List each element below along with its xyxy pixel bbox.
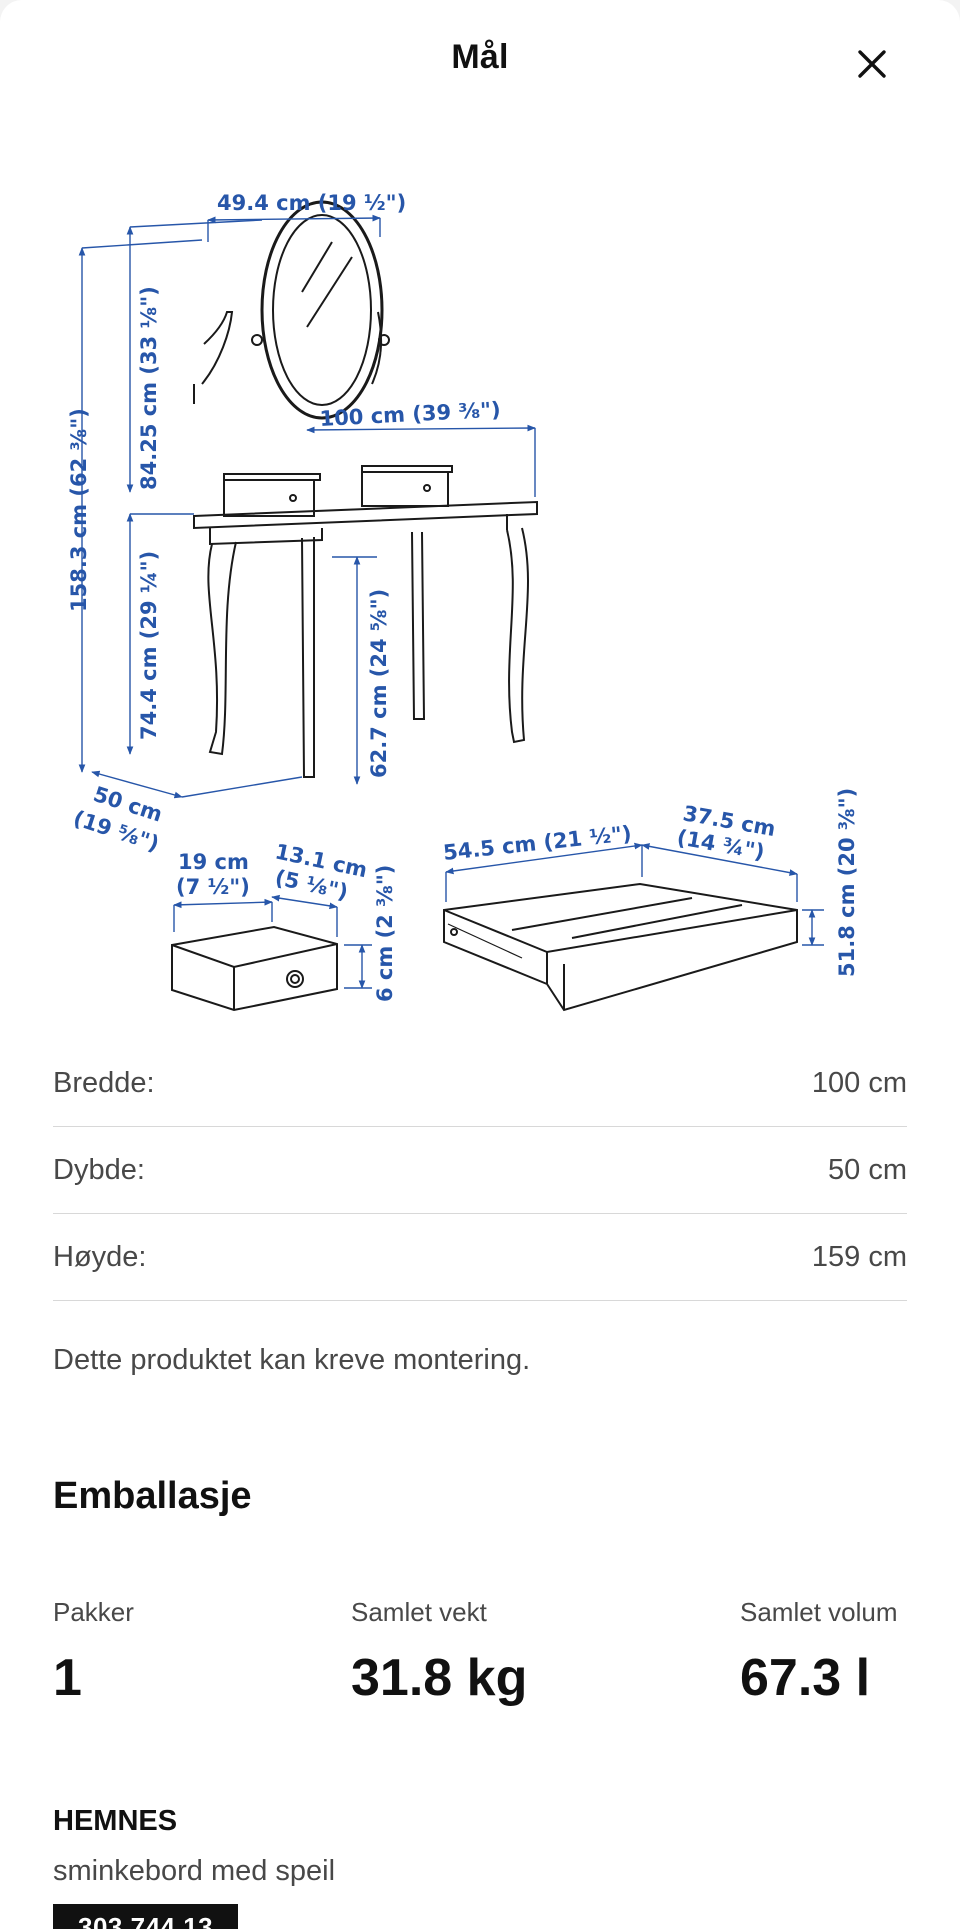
dimension-list: Bredde: 100 cm Dybde: 50 cm Høyde: 159 c… xyxy=(53,1040,907,1301)
sheet-title: Mål xyxy=(451,38,509,76)
packages-label: Pakker xyxy=(53,1597,134,1627)
close-icon xyxy=(858,50,886,78)
product-description: sminkebord med speil xyxy=(53,1855,336,1887)
large-drawer-drawing xyxy=(443,882,798,1012)
dimension-value: 100 cm xyxy=(811,1066,907,1099)
label-drawer-width: 54.5 cm (21 ½") xyxy=(442,821,633,865)
weight-value: 31.8 kg xyxy=(351,1649,528,1707)
label-table-width: 100 cm (39 ⅜") xyxy=(319,398,501,431)
volume-value: 67.3 l xyxy=(740,1649,871,1707)
label-leg-clearance: 62.7 cm (24 ⅝") xyxy=(367,589,391,778)
packages-value: 1 xyxy=(53,1649,82,1707)
label-mirror-height: 84.25 cm (33 ⅛") xyxy=(137,286,161,490)
dimension-diagram: 49.4 cm (19 ½") 100 cm (39 ⅜") 84.25 cm … xyxy=(67,191,859,1012)
dimension-row-width: Bredde: 100 cm xyxy=(53,1040,907,1127)
dimension-row-depth: Dybde: 50 cm xyxy=(53,1127,907,1214)
dimension-value: 159 cm xyxy=(811,1240,907,1273)
small-drawer-drawing xyxy=(171,925,338,1012)
volume-label: Samlet volum xyxy=(740,1597,898,1627)
dimension-label: Høyde: xyxy=(53,1240,147,1273)
sheet-header: Mål xyxy=(0,0,960,120)
close-button[interactable] xyxy=(848,40,896,88)
weight-label: Samlet vekt xyxy=(351,1597,487,1627)
dimension-label: Bredde: xyxy=(53,1066,155,1099)
label-small-drawer-width-in: (7 ½") xyxy=(176,875,250,899)
label-small-drawer-width-cm: 19 cm xyxy=(178,850,249,874)
dressing-table-drawing xyxy=(193,200,538,778)
label-mirror-width: 49.4 cm (19 ½") xyxy=(217,191,406,215)
label-table-height: 74.4 cm (29 ¼") xyxy=(137,551,161,740)
packaging-heading: Emballasje xyxy=(53,1475,252,1517)
label-drawer-height: 51.8 cm (20 ⅜") xyxy=(835,788,859,977)
product-name: HEMNES xyxy=(53,1805,178,1837)
assembly-note: Dette produktet kan kreve montering. xyxy=(53,1344,531,1376)
label-total-height: 158.3 cm (62 ⅜") xyxy=(67,408,91,612)
label-small-drawer-height: 6 cm (2 ⅜") xyxy=(373,865,397,1002)
dimension-row-height: Høyde: 159 cm xyxy=(53,1214,907,1301)
dimension-label: Dybde: xyxy=(53,1153,145,1186)
article-number-badge: 303.744.13 xyxy=(53,1904,239,1929)
dimension-value: 50 cm xyxy=(828,1153,907,1186)
